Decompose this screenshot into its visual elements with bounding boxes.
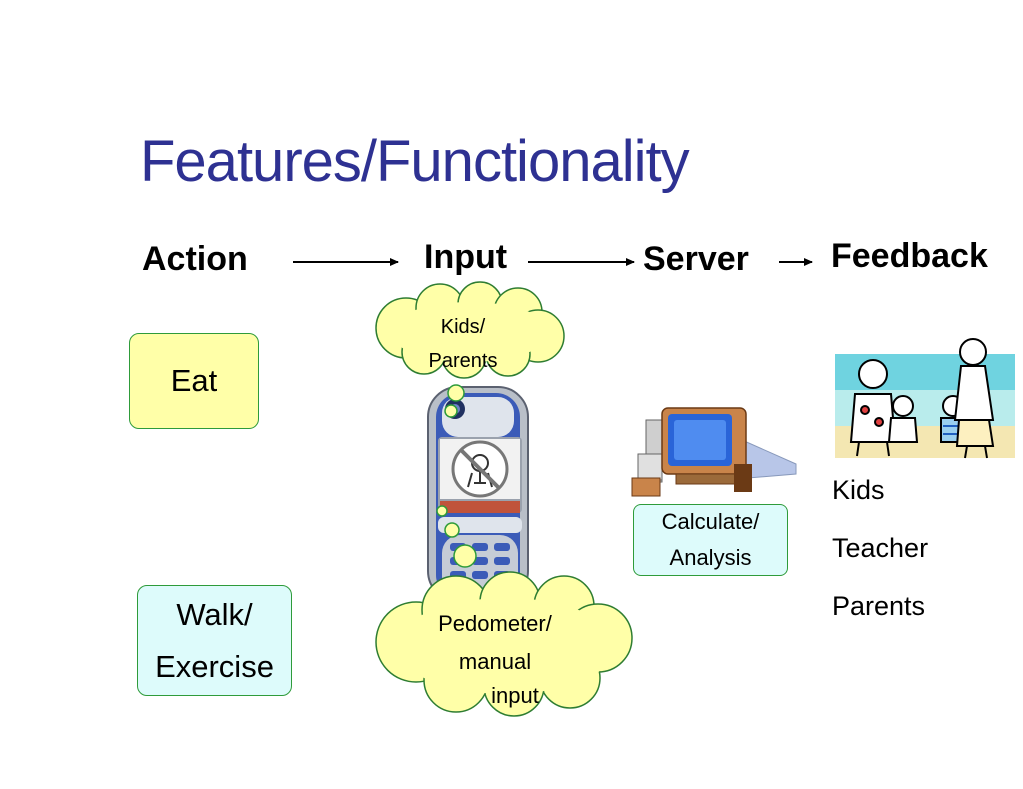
eat-label: Eat xyxy=(170,363,218,398)
pedometer-cloud xyxy=(375,571,633,717)
family-image xyxy=(835,338,1015,459)
mobile-phone-image xyxy=(427,384,529,602)
recipient-kids: Kids xyxy=(832,475,885,505)
analysis-label: Analysis xyxy=(669,545,752,570)
recipient-teacher: Teacher xyxy=(832,533,929,563)
pedometer-text: Pedometer/ manual input xyxy=(438,611,552,708)
header-action: Action xyxy=(142,240,248,278)
recipient-parents: Parents xyxy=(832,591,926,621)
header-feedback: Feedback xyxy=(831,237,988,275)
walk-exercise-box: Walk/ Exercise xyxy=(137,585,292,696)
walk-label: Walk/ xyxy=(176,596,253,632)
kids-parents-cloud xyxy=(375,281,565,379)
page-title: Features/Functionality xyxy=(140,129,690,194)
exercise-label: Exercise xyxy=(155,648,274,684)
calculate-label: Calculate/ xyxy=(661,509,760,534)
kids-parents-text: Kids/ Parents xyxy=(428,316,498,372)
eat-box: Eat xyxy=(129,333,259,429)
feedback-recipients-list: Kids Teacher Parents xyxy=(832,472,928,646)
calculate-analysis-box: Calculate/ Analysis xyxy=(633,504,788,576)
header-server: Server xyxy=(643,240,749,278)
header-input: Input xyxy=(424,238,508,276)
computer-image xyxy=(631,407,797,497)
